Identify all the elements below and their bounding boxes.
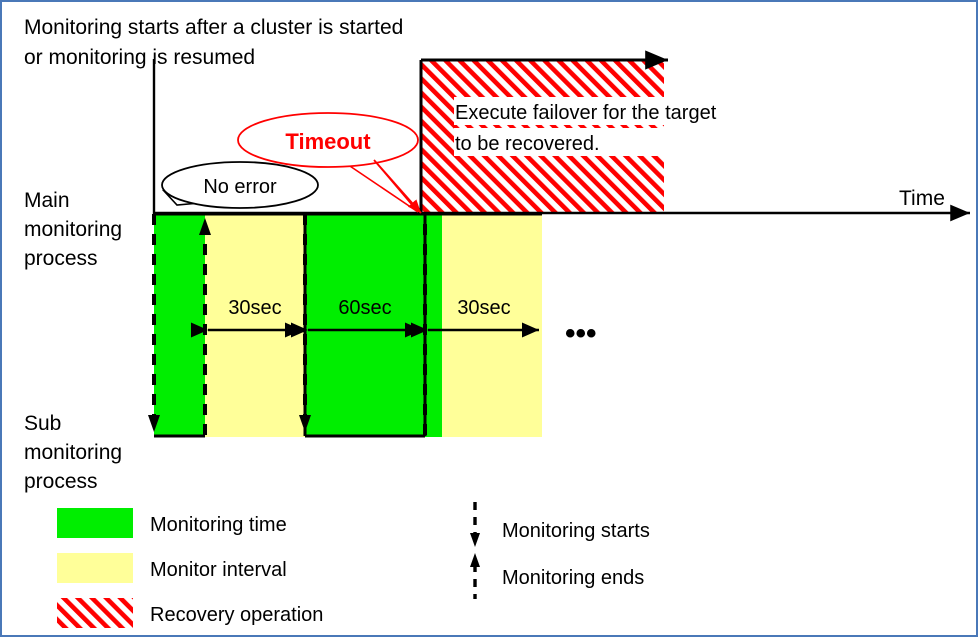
legend-label-monitoring-ends: Monitoring ends [502,567,644,589]
legend-label-monitoring-starts: Monitoring starts [502,520,650,542]
recovery-text-bg-1 [454,97,772,125]
arrow-down-start-2 [299,415,311,432]
lane-label-sub: Sub monitoring process [24,412,122,493]
lane-sub-line3: process [24,470,98,493]
interval-measure-0: 30sec [190,297,303,338]
legend-item-monitoring-starts: Monitoring starts [470,502,650,547]
legend-arrow-down-icon [470,533,480,547]
band-monitoring-1 [154,214,205,437]
legend-label-recovery-operation: Recovery operation [150,604,323,626]
recovery-text-line2: to be recovered. [455,133,600,155]
interval-measures: 30sec 60sec 30sec [190,297,540,338]
timeout-label: Timeout [285,129,371,154]
lane-main-line3: process [24,247,98,270]
interval-measure-1: 60sec [290,297,423,338]
arrow-up-end-1 [199,218,211,235]
legend-item-monitoring-ends: Monitoring ends [470,553,644,599]
callout-timeout: Timeout [237,112,422,214]
ellipsis-dots: ••• [565,317,597,350]
arrow-down-start-1 [148,415,160,432]
timeout-pointer [373,159,422,214]
header-note-line1: Monitoring starts after a cluster is sta… [24,16,403,39]
interval-label-1: 60sec [338,297,391,319]
legend-swatch-monitoring-time [57,508,133,538]
interval-label-2: 30sec [457,297,510,319]
legend-label-monitoring-time: Monitoring time [150,514,287,536]
timeline-bands [154,214,542,437]
no-error-label: No error [203,176,277,198]
legend-label-monitor-interval: Monitor interval [150,559,287,581]
lane-main-line2: monitoring [24,218,122,241]
lane-sub-line2: monitoring [24,441,122,464]
recovery-text-line1: Execute failover for the target [455,102,717,124]
timeout-bubble [237,112,419,168]
no-error-bubble [161,161,319,209]
recovery-text-bg-2 [454,128,772,156]
callout-no-error: No error [161,161,319,209]
band-interval-1 [205,214,305,437]
legend-swatch-recovery-operation [57,598,133,628]
time-axis-label: Time [899,187,945,210]
band-interval-2 [442,214,542,437]
lane-label-main: Main monitoring process [24,189,122,270]
legend-item-recovery-operation: Recovery operation [57,598,323,628]
header-note-line2: or monitoring is resumed [24,46,255,69]
legend-item-monitoring-time: Monitoring time [57,508,287,538]
interval-label-0: 30sec [228,297,281,319]
legend-arrow-up-icon [470,553,480,567]
band-monitoring-2 [305,214,442,437]
lane-main-line1: Main [24,189,70,212]
legend-item-monitor-interval: Monitor interval [57,553,287,583]
event-arrowheads [148,218,311,432]
lane-sub-line1: Sub [24,412,61,435]
legend-swatch-monitor-interval [57,553,133,583]
legend: Monitoring time Monitor interval Recover… [57,502,650,628]
interval-measure-2: 30sec [410,297,540,338]
